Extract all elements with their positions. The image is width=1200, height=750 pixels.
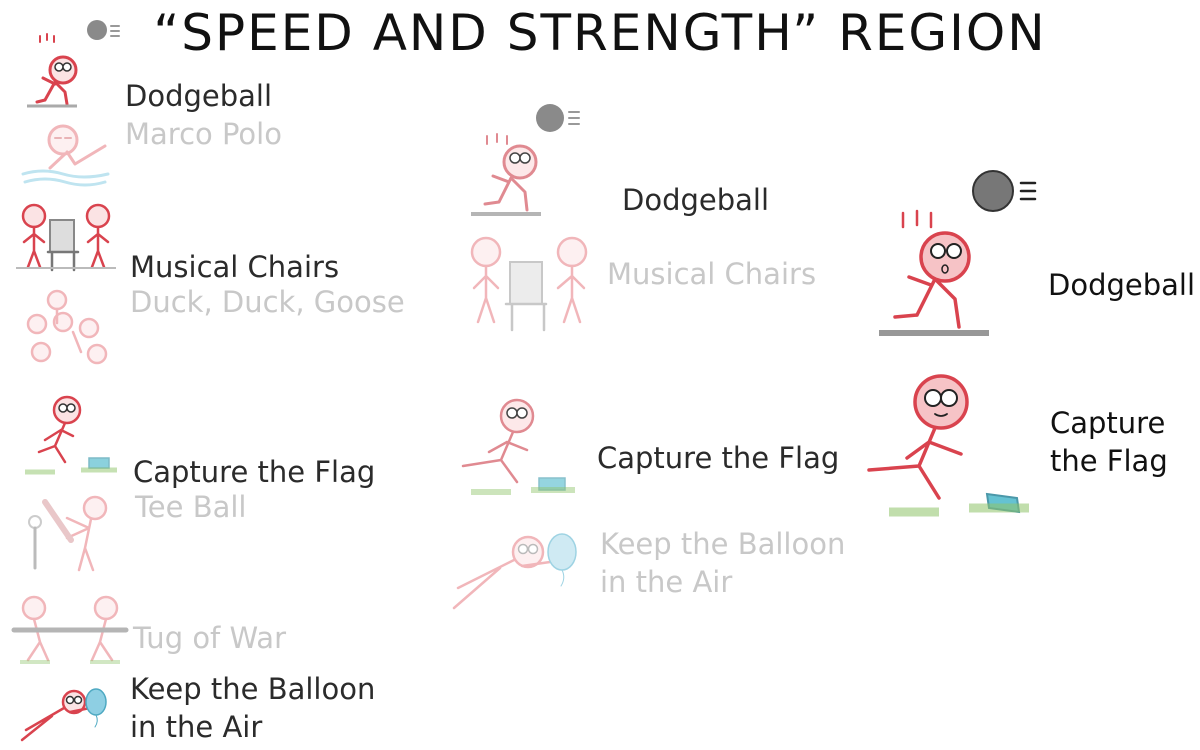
game-label-dodgeball: Dodgeball [125, 79, 273, 113]
tee-ball-illustration [28, 495, 108, 572]
game-label-musical-chairs: Musical Chairs [130, 250, 340, 284]
game-label-keep-the-balloon-line1: Keep the Balloon [600, 527, 846, 561]
capture-the-flag-illustration [25, 395, 117, 475]
game-label-capture-the-flag-line2: the Flag [1050, 444, 1168, 478]
game-label-keep-the-balloon-line2: in the Air [600, 565, 733, 599]
marco-polo-illustration [21, 124, 110, 187]
game-label-dodgeball: Dodgeball [622, 183, 770, 217]
game-label-tee-ball: Tee Ball [135, 490, 247, 524]
game-label-tug-of-war: Tug of War [133, 621, 287, 655]
dodgeball-illustration [879, 170, 1037, 336]
page-title: “SPEED AND STRENGTH” REGION [153, 4, 1047, 62]
ball-icon [87, 20, 107, 40]
keep-the-balloon-illustration [20, 688, 107, 742]
game-label-capture-the-flag: Capture the Flag [133, 455, 376, 489]
tug-of-war-illustration [11, 595, 129, 664]
game-label-capture-the-flag: Capture the Flag [597, 441, 840, 475]
game-label-capture-the-flag-line1: Capture [1050, 406, 1166, 440]
game-label-marco-polo: Marco Polo [125, 117, 282, 151]
ball-icon [536, 104, 564, 132]
musical-chairs-illustration [16, 203, 116, 272]
dodgeball-illustration [27, 20, 120, 108]
capture-the-flag-illustration [867, 374, 1029, 517]
game-label-duck-duck-goose: Duck, Duck, Goose [130, 285, 405, 319]
musical-chairs-illustration [470, 236, 588, 332]
ball-icon [972, 170, 1014, 212]
game-label-keep-the-balloon-line2: in the Air [130, 710, 263, 744]
dodgeball-illustration [471, 104, 580, 216]
capture-the-flag-illustration [461, 398, 575, 495]
game-label-keep-the-balloon-line1: Keep the Balloon [130, 672, 376, 706]
game-label-dodgeball: Dodgeball [1048, 268, 1196, 302]
game-label-musical-chairs: Musical Chairs [607, 257, 817, 291]
keep-the-balloon-illustration [452, 533, 577, 610]
duck-duck-goose-illustration [26, 289, 108, 365]
